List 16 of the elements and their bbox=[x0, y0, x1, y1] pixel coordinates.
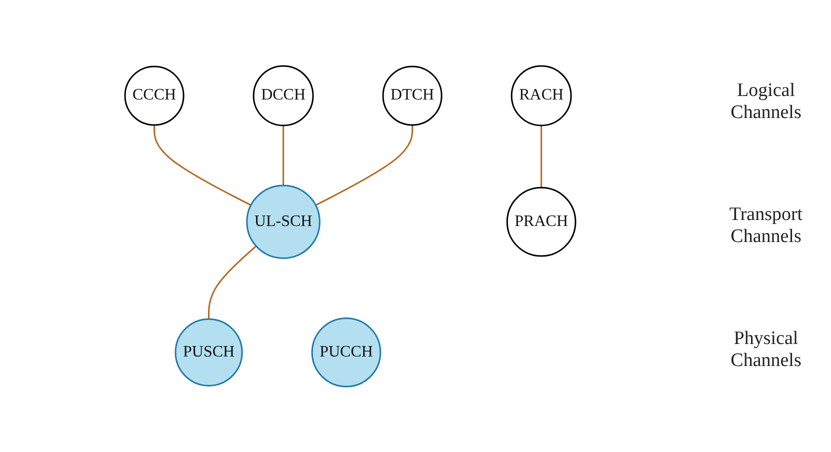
node-circle: PRACH bbox=[506, 186, 576, 256]
connector bbox=[208, 245, 257, 319]
node-circle: PUSCH bbox=[175, 318, 244, 386]
connector bbox=[282, 125, 284, 186]
layer-label: Physical Channels bbox=[730, 328, 802, 372]
node-circle: UL-SCH bbox=[246, 184, 321, 259]
node-circle: CCCH bbox=[124, 65, 185, 126]
node-circle: DTCH bbox=[382, 65, 443, 126]
connector bbox=[154, 124, 252, 206]
node-circle: DCCH bbox=[253, 64, 314, 126]
connector bbox=[316, 124, 414, 206]
layer-label: Transport Channels bbox=[728, 204, 804, 248]
node-circle: RACH bbox=[511, 64, 572, 126]
connector bbox=[540, 125, 542, 188]
layer-label: Logical Channels bbox=[730, 80, 802, 124]
node-circle: PUCCH bbox=[312, 317, 382, 388]
